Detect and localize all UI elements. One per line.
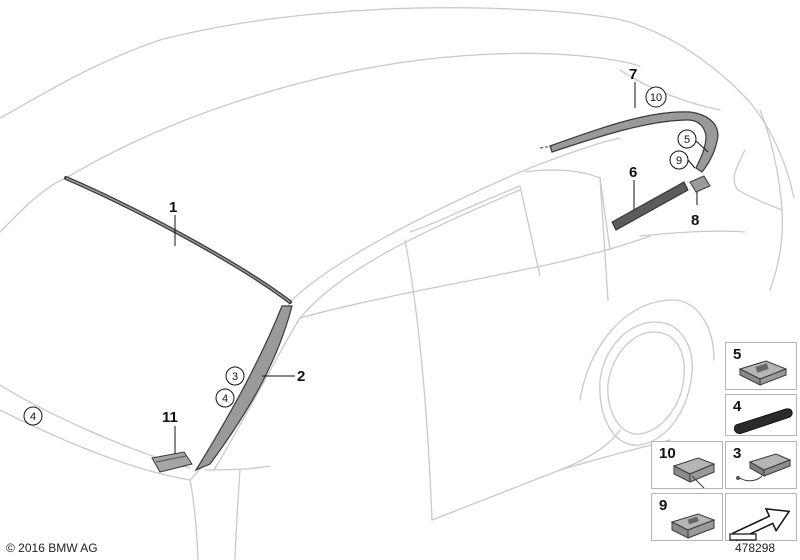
- circled-callout-5: 5: [677, 129, 697, 149]
- part-1-roof-seal: [64, 176, 292, 304]
- panel-part-4-number: 4: [733, 398, 742, 415]
- panel-part-9: 9: [651, 493, 723, 541]
- part-7-rear-pillar-trim: [549, 111, 719, 173]
- part-5-clip-icon: [738, 360, 788, 386]
- panel-part-5: 5: [725, 342, 797, 390]
- circled-callout-10: 10: [645, 86, 667, 108]
- callout-1: 1: [169, 199, 177, 216]
- arrow-icon: [729, 508, 791, 542]
- panel-part-10-number: 10: [659, 445, 676, 462]
- panel-part-3: 3: [725, 441, 797, 489]
- svg-text:5: 5: [684, 134, 690, 146]
- copyright-text: © 2016 BMW AG: [6, 541, 98, 555]
- part-10-clip-icon: [672, 457, 716, 489]
- circled-callout-3: 3: [225, 366, 245, 386]
- panel-part-5-number: 5: [733, 346, 742, 363]
- callout-2: 2: [297, 368, 305, 385]
- panel-part-9-number: 9: [659, 497, 668, 514]
- svg-text:3: 3: [232, 371, 238, 383]
- callout-11: 11: [162, 409, 178, 426]
- car-body-outline: [0, 7, 795, 560]
- part-4-strip-icon: [733, 408, 793, 434]
- part-2-a-pillar-trim: [194, 305, 293, 472]
- svg-text:9: 9: [676, 155, 682, 167]
- leader-lines: [174, 82, 709, 454]
- panel-part-3-number: 3: [733, 445, 742, 462]
- circled-callout-4-pillar: 4: [215, 388, 235, 408]
- panel-navigation[interactable]: [725, 493, 797, 542]
- part-6-window-strip: [611, 181, 689, 231]
- part-9-clip-icon: [670, 513, 716, 539]
- svg-text:4: 4: [222, 393, 228, 405]
- circled-callout-4-left: 4: [23, 406, 43, 426]
- part-11-clip: [151, 451, 193, 473]
- svg-text:4: 4: [30, 411, 36, 423]
- callout-8: 8: [691, 212, 699, 229]
- svg-text:10: 10: [650, 92, 662, 104]
- panel-part-10: 10: [651, 441, 723, 489]
- diagram-number: 478298: [735, 541, 776, 555]
- callout-7: 7: [629, 66, 637, 83]
- panel-part-4: 4: [725, 394, 797, 436]
- part-8-clip: [689, 175, 711, 193]
- part-3-clip-icon: [736, 453, 792, 482]
- callout-6: 6: [629, 164, 637, 181]
- circled-callout-9: 9: [669, 150, 689, 170]
